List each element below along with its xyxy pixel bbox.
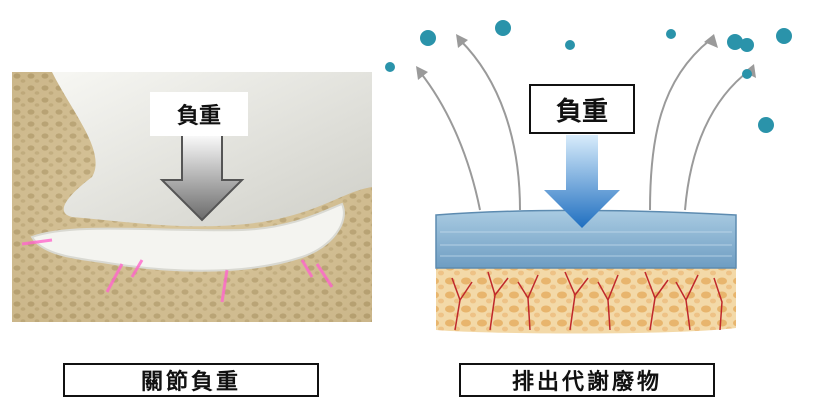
waste-particles (385, 20, 792, 133)
joint-svg (12, 72, 372, 322)
caption-joint-loading: 關節負重 (63, 363, 319, 397)
load-label-box (150, 92, 248, 136)
caption-waste-removal: 排出代謝廢物 (459, 363, 715, 397)
load-arrow (159, 131, 245, 222)
fluid-out-arrows (419, 39, 751, 211)
load-label: 負重 (176, 104, 221, 129)
load-arrow (544, 135, 620, 228)
blood-vessels (451, 271, 723, 331)
fluid-out-arrowheads (416, 34, 756, 80)
cartilage-layer (30, 202, 345, 272)
subchondral-layer (436, 265, 736, 334)
collagen-lines (440, 231, 732, 257)
load-label: 負重 (555, 96, 608, 127)
joint-illustration: 負重 (12, 72, 372, 322)
load-label-box (529, 84, 635, 134)
cartilage-illustration: 負重 (380, 10, 810, 340)
cartilage-svg (385, 20, 792, 334)
cartilage-block (435, 209, 737, 269)
glow-rays (21, 238, 334, 303)
